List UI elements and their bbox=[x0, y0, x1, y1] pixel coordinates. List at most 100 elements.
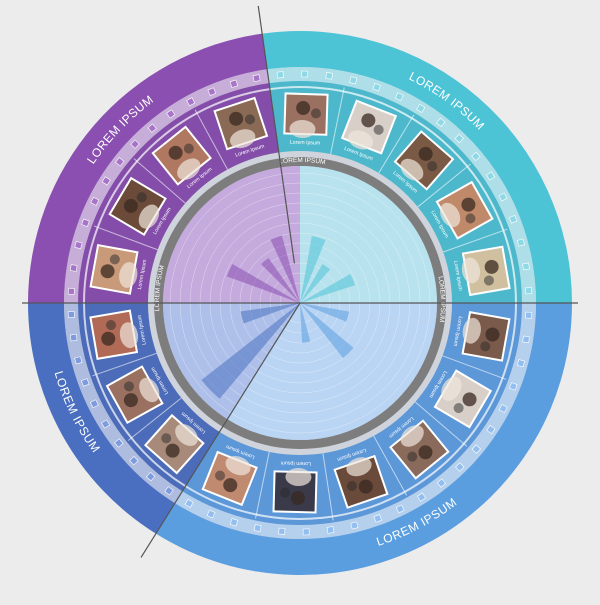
purple-icon-band bbox=[64, 69, 270, 303]
photo-card: Lorem Ipsum bbox=[333, 447, 389, 509]
band-icon bbox=[90, 196, 100, 206]
card-divider bbox=[194, 109, 228, 170]
photo-people-icon bbox=[285, 94, 327, 138]
card-divider bbox=[127, 397, 182, 441]
photo-people-icon bbox=[91, 246, 138, 293]
card-divider bbox=[92, 352, 157, 377]
band-icon bbox=[67, 311, 75, 319]
rose-wedge bbox=[240, 303, 300, 324]
photo-label: Lorem Ipsum bbox=[137, 314, 148, 345]
photo-people-icon bbox=[146, 416, 202, 472]
bottom-divider bbox=[140, 302, 301, 558]
photo-card: Lorem Ipsum bbox=[452, 310, 511, 362]
rose-wedge bbox=[201, 303, 300, 399]
band-icon bbox=[498, 192, 508, 202]
top-divider bbox=[257, 5, 296, 264]
band-icon bbox=[229, 79, 238, 88]
band-icon bbox=[525, 311, 533, 319]
photo-people-icon bbox=[204, 453, 256, 504]
band-icon bbox=[115, 157, 125, 167]
photo-label: Lorem Ipsum bbox=[290, 140, 320, 147]
band-icon bbox=[416, 492, 427, 502]
photo-label: Lorem Ipsum bbox=[452, 260, 463, 291]
rose-wedge bbox=[300, 264, 331, 303]
photo-card: Lorem Ipsum bbox=[387, 415, 450, 480]
photo-people-icon bbox=[462, 313, 509, 360]
band-icon bbox=[436, 478, 447, 488]
band-icon bbox=[516, 359, 525, 368]
photo-card: Lorem Ipsum bbox=[105, 365, 170, 425]
band-icon bbox=[164, 486, 174, 496]
band-icon bbox=[74, 356, 83, 365]
band-icon bbox=[184, 498, 194, 508]
band-icon bbox=[69, 333, 78, 342]
sky-icon-band bbox=[174, 303, 536, 539]
band-icon bbox=[253, 524, 262, 532]
band-icon bbox=[81, 218, 90, 228]
photo-people-icon bbox=[274, 468, 316, 512]
rose-wedge bbox=[300, 303, 350, 322]
band-icon bbox=[522, 335, 530, 344]
band-icon bbox=[485, 171, 496, 181]
photo-people-icon bbox=[391, 422, 447, 477]
band-icon bbox=[525, 287, 533, 295]
photo-people-icon bbox=[91, 311, 139, 358]
band-icon bbox=[436, 117, 446, 128]
card-divider bbox=[378, 114, 415, 174]
band-icon bbox=[455, 462, 465, 472]
divider-lines bbox=[22, 5, 578, 558]
band-icon bbox=[509, 382, 518, 391]
card-divider bbox=[443, 228, 508, 253]
band-icon bbox=[326, 526, 335, 534]
photo-label: Lorem Ipsum bbox=[281, 460, 311, 467]
band-icon bbox=[302, 528, 310, 536]
icon-bands bbox=[64, 67, 536, 539]
photo-card: Lorem Ipsum bbox=[272, 460, 318, 514]
inner-ring-label: LOREM IPSUM bbox=[437, 276, 446, 323]
band-icon bbox=[516, 238, 525, 247]
sky-outer-ring bbox=[155, 303, 573, 575]
photo-label: Lorem Ipsum bbox=[452, 316, 463, 347]
card-divider bbox=[373, 435, 408, 496]
rose-wedge bbox=[300, 274, 356, 303]
band-icon bbox=[373, 514, 382, 523]
band-icon bbox=[325, 72, 333, 80]
band-icon bbox=[471, 151, 481, 162]
photo-card: Lorem Ipsum bbox=[428, 369, 493, 429]
card-divider bbox=[414, 401, 468, 447]
rose-wedge bbox=[226, 264, 300, 303]
band-icon bbox=[486, 424, 496, 435]
band-icon bbox=[522, 262, 530, 271]
blue-outer-ring bbox=[27, 303, 175, 534]
band-icon bbox=[395, 504, 405, 514]
band-icon bbox=[252, 74, 261, 83]
blue-ring-line bbox=[83, 303, 187, 488]
card-divider bbox=[442, 355, 507, 380]
photo-people-icon bbox=[111, 179, 165, 234]
band-icon bbox=[80, 378, 90, 387]
band-icon bbox=[278, 527, 286, 535]
photo-card: Lorem Ipsum bbox=[213, 96, 269, 159]
inner-ring-label: LOREM IPSUM bbox=[279, 157, 326, 166]
photo-people-icon bbox=[438, 183, 492, 237]
band-icon bbox=[74, 241, 83, 250]
photo-people-icon bbox=[461, 247, 509, 294]
band-icon bbox=[508, 215, 518, 224]
band-icon bbox=[206, 509, 216, 519]
band-icon bbox=[498, 404, 508, 414]
blue-icon-band bbox=[64, 303, 183, 504]
photo-card: Lorem Ipsum bbox=[108, 176, 173, 237]
rose-wedge bbox=[261, 257, 300, 303]
band-icon bbox=[349, 76, 358, 85]
band-icon bbox=[130, 139, 140, 149]
card-divider bbox=[322, 453, 334, 521]
band-icon bbox=[114, 438, 124, 448]
band-icon bbox=[276, 71, 284, 79]
photo-label: Lorem Ipsum bbox=[137, 259, 148, 290]
photo-card: Lorem Ipsum bbox=[429, 180, 494, 240]
photo-people-icon bbox=[436, 372, 490, 426]
band-icon bbox=[101, 419, 111, 429]
photo-people-icon bbox=[154, 128, 210, 183]
